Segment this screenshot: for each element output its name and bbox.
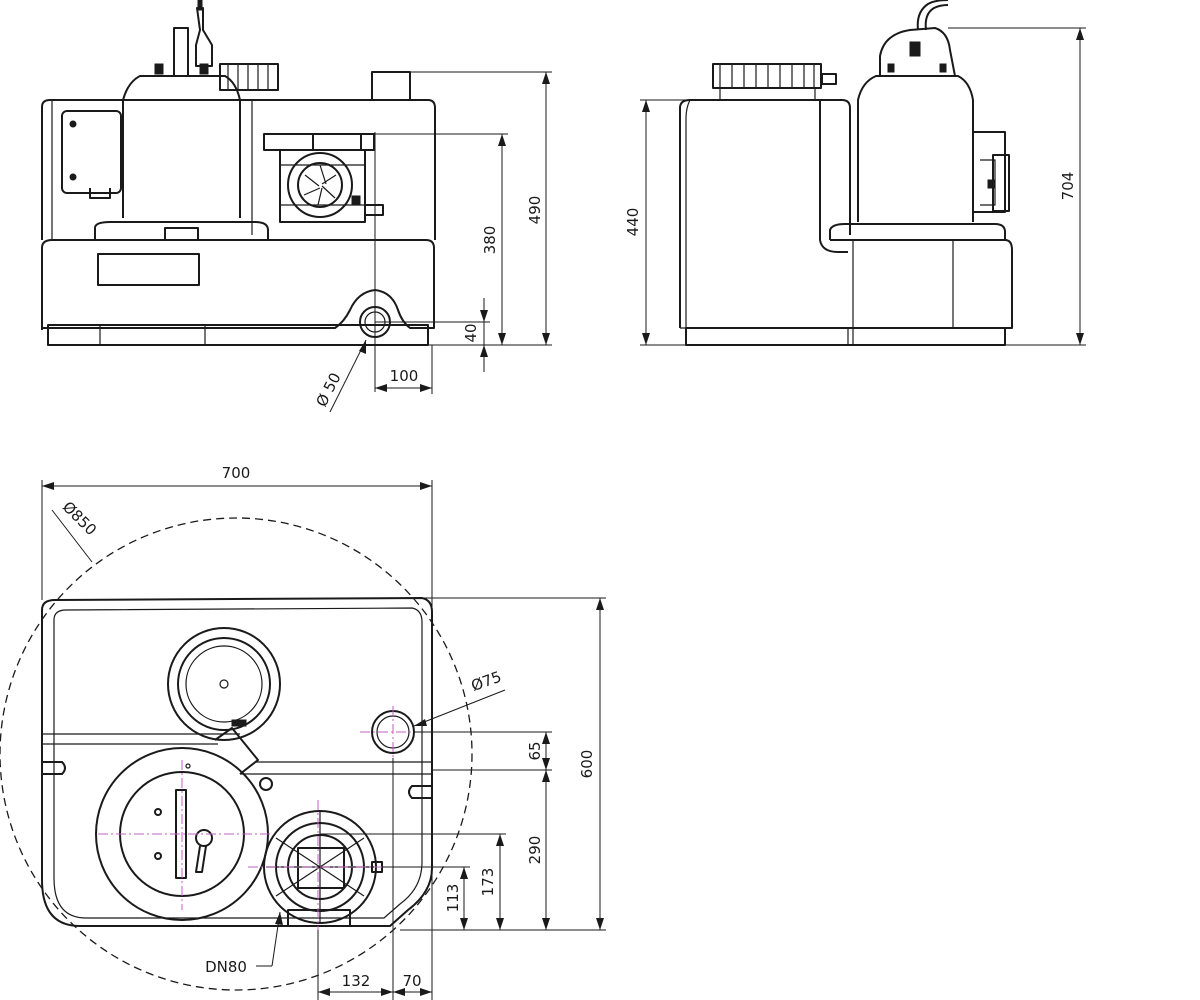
side-view: 440 704 xyxy=(624,0,1086,346)
dim-132: 132 xyxy=(342,972,371,990)
side-lid xyxy=(712,63,822,89)
top-view: 700 Ø850 600 65 290 173 113 xyxy=(0,464,606,1000)
dim-100: 100 xyxy=(390,367,419,385)
dim-173: 173 xyxy=(479,868,497,897)
dim-700: 700 xyxy=(222,464,251,482)
dim-70: 70 xyxy=(402,972,421,990)
pump-impeller xyxy=(287,152,353,218)
dim-d850: Ø850 xyxy=(59,498,100,539)
control-box xyxy=(61,110,122,194)
dim-40: 40 xyxy=(462,323,480,342)
footprint-circle xyxy=(0,517,473,991)
dim-440: 440 xyxy=(624,208,642,237)
dim-d75: Ø75 xyxy=(469,668,504,695)
dim-380: 380 xyxy=(481,226,499,255)
dim-65: 65 xyxy=(526,741,544,760)
dim-290: 290 xyxy=(526,836,544,865)
service-lid xyxy=(219,63,279,91)
dim-600: 600 xyxy=(578,750,596,779)
front-view: 490 380 40 100 Ø 50 xyxy=(41,0,552,413)
top-lid xyxy=(167,627,281,741)
dim-d50: Ø 50 xyxy=(312,370,344,410)
dim-113: 113 xyxy=(444,884,462,913)
label-dn80: DN80 xyxy=(205,958,247,976)
dim-490: 490 xyxy=(526,196,544,225)
dim-704: 704 xyxy=(1059,172,1077,201)
